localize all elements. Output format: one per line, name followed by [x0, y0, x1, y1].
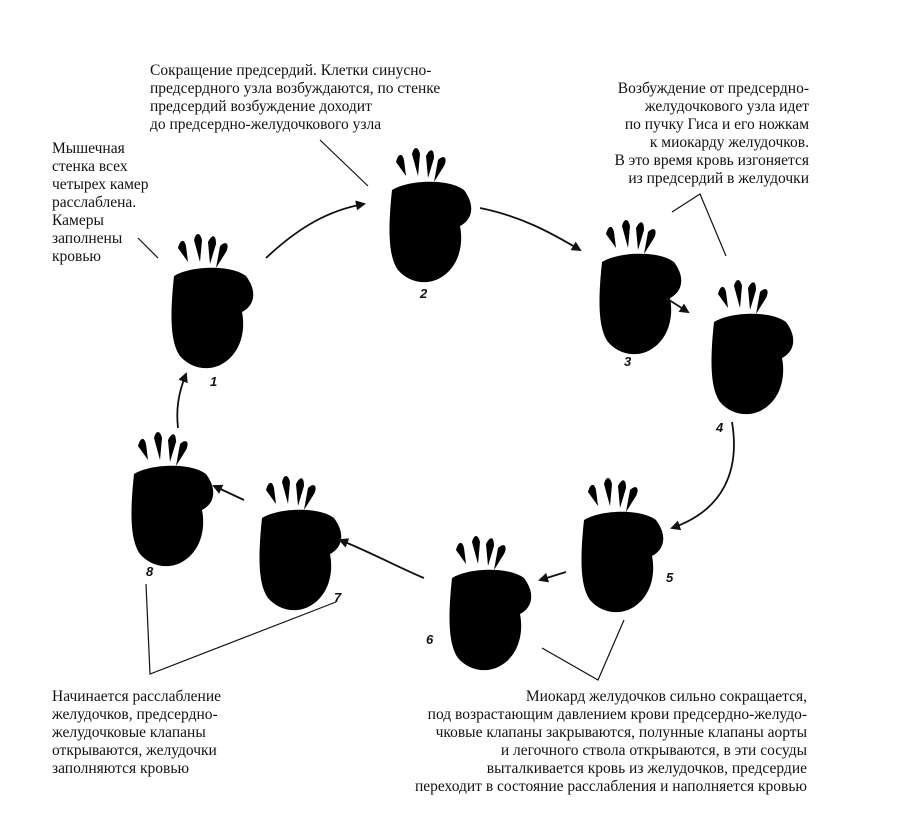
stage-number-2: 2 [420, 286, 428, 301]
heart-stage-2 [382, 148, 472, 283]
caption-line: Начинается расслабление [52, 688, 222, 705]
caption-line: по пучку Гиса и его ножкам [624, 116, 809, 133]
stage-number-1: 1 [210, 374, 218, 389]
caption-line: желудочков, предсердно- [52, 706, 218, 723]
caption-bottom-left: Начинается расслабление желудочков, пред… [52, 688, 221, 778]
arrow-5-to-6 [538, 571, 567, 583]
stage-number-5: 5 [666, 570, 674, 585]
caption-line: кровью [52, 248, 101, 265]
caption-line: до предсердно-желудочкового узла [150, 116, 382, 133]
caption-line: желудочкового узла идет [644, 98, 809, 115]
caption-line: Миокард желудочков сильно сокращается, [525, 688, 807, 705]
leader-bottom-right [541, 619, 625, 681]
stage-number-6: 6 [426, 632, 434, 647]
caption-line: к миокарду желудочков. [649, 134, 809, 151]
leader-left-top [137, 237, 159, 259]
arrow-2-to-3 [479, 207, 582, 252]
heart-stage-3 [592, 220, 682, 355]
caption-line: предсердного узла возбуждаются, по стенк… [150, 80, 441, 97]
caption-line: из предсердий в желудочки [628, 170, 809, 187]
stage-number-4: 4 [716, 420, 724, 435]
caption-line: Сокращение предсердий. Клетки синусно- [150, 62, 432, 79]
heart-stage-1 [164, 234, 254, 369]
caption-line: заполняются кровью [52, 760, 190, 777]
caption-line: желудочковые клапаны [52, 724, 206, 741]
caption-line: предсердий возбуждение доходит [150, 98, 372, 115]
caption-line: чковые клапаны закрываются, полунные кла… [435, 724, 807, 741]
caption-line: В это время кровь изгоняется [614, 152, 809, 169]
arrow-8-to-1 [176, 372, 188, 429]
arrow-3-to-4 [665, 297, 690, 314]
leader-top-right [671, 193, 727, 257]
caption-line: открываются, желудочки [52, 742, 217, 759]
caption-line: выталкивается кровь из желудочков, предс… [486, 760, 807, 777]
heart-stage-8 [124, 432, 214, 567]
heart-stage-6 [442, 536, 532, 671]
stage-number-8: 8 [146, 564, 154, 579]
caption-line: Возбуждение от предсердно- [617, 80, 809, 97]
leader-bottom-left [145, 583, 337, 675]
caption-line: четырех камер [52, 176, 149, 193]
stage-number-3: 3 [624, 354, 632, 369]
caption-top-center: Сокращение предсердий. Клетки синусно- п… [150, 62, 440, 134]
heart-stage-5 [574, 478, 664, 613]
caption-line: Мышечная [52, 140, 125, 157]
caption-line: заполнены [52, 230, 123, 247]
caption-line: переходит в состояние расслабления и нап… [414, 778, 807, 795]
arrow-4-to-5 [670, 421, 735, 531]
arrow-6-to-7 [338, 538, 425, 579]
caption-left-top: Мышечная стенка всех четырех камер рассл… [52, 140, 149, 266]
leader-top-center [319, 139, 369, 187]
caption-line: под возрастающим давлением крови предсер… [427, 706, 807, 723]
arrow-1-to-2 [265, 200, 366, 259]
arrow-7-to-8 [212, 484, 245, 501]
stage-number-7: 7 [334, 590, 342, 605]
caption-line: Камеры [52, 212, 104, 229]
caption-line: и легочного ствола открываются, в эти со… [500, 742, 807, 759]
caption-top-right: Возбуждение от предсердно- желудочкового… [614, 80, 809, 188]
heart-stage-4 [704, 280, 794, 415]
caption-line: расслаблена. [52, 194, 137, 211]
caption-bottom-right: Миокард желудочков сильно сокращается, п… [415, 688, 807, 796]
heart-stage-7 [252, 476, 342, 611]
caption-line: стенка всех [52, 158, 128, 175]
